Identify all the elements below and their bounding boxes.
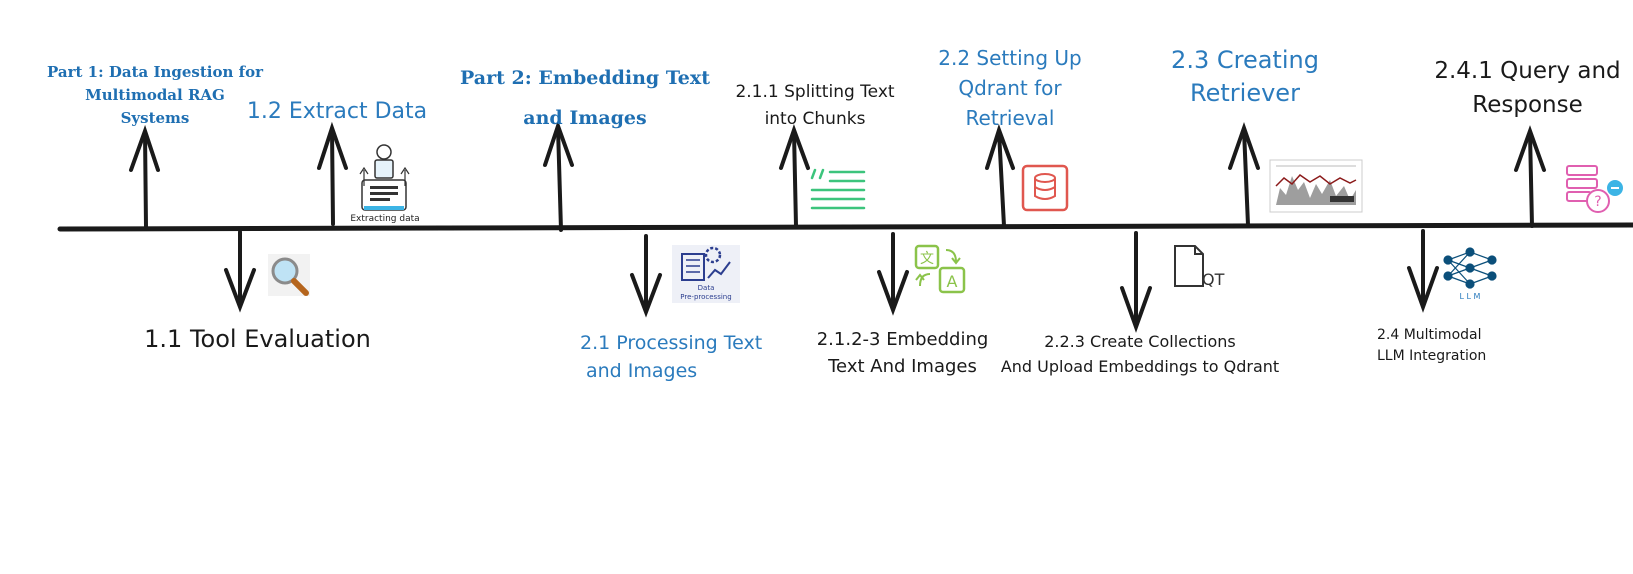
splitting-label-line1: 2.1.1 Splitting Text: [735, 82, 895, 102]
quote-text-icon: [810, 168, 866, 210]
data-preprocessing-caption-1: Data: [698, 284, 715, 292]
chart-thumbnail-icon: [1269, 159, 1363, 213]
embedding-label: 2.1.2-3 Embedding Text And Images: [805, 326, 1000, 380]
qdrant-label-line1: 2.2 Setting Up: [938, 46, 1082, 70]
retriever-label: 2.3 Creating Retriever: [1150, 44, 1340, 110]
query-label: 2.4.1 Query and Response: [1420, 54, 1633, 122]
qdrant-label-line2: Qdrant for: [958, 76, 1062, 100]
up-arrow-qdrant: [985, 123, 1015, 228]
processing-label: 2.1 Processing Text and Images: [580, 329, 780, 385]
embedding-label-line1: 2.1.2-3 Embedding: [816, 329, 989, 350]
extracting-data-icon: Extracting data: [350, 144, 420, 224]
llm-integration-label: 2.4 Multimodal LLM Integration: [1377, 325, 1537, 367]
part1-title-line3: Systems: [120, 109, 190, 127]
timeline-axis: [57, 222, 1633, 232]
down-arrow-llm: [1407, 229, 1439, 313]
tool-evaluation-label: 1.1 Tool Evaluation: [144, 325, 371, 353]
embedding-label-line2: Text And Images: [828, 356, 977, 377]
qt-caption: QT: [1202, 270, 1225, 289]
collections-label-line2: And Upload Embeddings to Qdrant: [1000, 357, 1280, 376]
data-preprocessing-caption-2: Pre-processing: [680, 293, 731, 301]
llm-integration-label-line2: LLM Integration: [1377, 348, 1487, 364]
processing-label-line2: and Images: [586, 360, 698, 382]
extracting-data-caption: Extracting data: [350, 214, 419, 224]
extract-data-label: 1.2 Extract Data: [246, 99, 428, 124]
up-arrow-retriever: [1228, 121, 1260, 227]
query-label-line2: Response: [1472, 92, 1583, 118]
down-arrow-processing: [630, 234, 662, 318]
query-label-line1: 2.4.1 Query and: [1434, 58, 1621, 84]
splitting-label: 2.1.1 Splitting Text into Chunks: [715, 79, 915, 133]
collections-label-line1: 2.2.3 Create Collections: [1044, 332, 1236, 351]
up-arrow-part1: [129, 124, 160, 229]
retriever-label-line1: 2.3 Creating: [1171, 46, 1319, 74]
part2-title-line2: and Images: [523, 107, 647, 129]
collections-label: 2.2.3 Create Collections And Upload Embe…: [990, 329, 1290, 379]
processing-label-line1: 2.1 Processing Text: [580, 332, 763, 354]
part1-title-line2: Multimodal RAG: [85, 86, 225, 104]
translate-icon: 文 A: [914, 244, 966, 294]
qdrant-label: 2.2 Setting Up Qdrant for Retrieval: [920, 43, 1100, 133]
part1-title: Part 1: Data Ingestion for Multimodal RA…: [40, 61, 270, 130]
qdrant-label-line3: Retrieval: [965, 106, 1055, 130]
part2-title: Part 2: Embedding Text and Images: [455, 58, 715, 138]
down-arrow-collections: [1120, 231, 1152, 333]
part2-title-line1: Part 2: Embedding Text: [460, 67, 710, 89]
file-qt-icon: QT: [1174, 245, 1225, 289]
svg-text:?: ?: [1594, 194, 1601, 210]
svg-text:文: 文: [920, 251, 934, 267]
up-arrow-extract-data: [317, 121, 348, 226]
splitting-label-line2: into Chunks: [764, 109, 866, 129]
llm-integration-label-line1: 2.4 Multimodal: [1377, 327, 1482, 343]
svg-text:A: A: [947, 272, 958, 291]
data-preprocessing-icon: Data Pre-processing: [672, 245, 740, 303]
llm-caption: L L M: [1460, 292, 1481, 301]
up-arrow-splitting: [779, 124, 810, 228]
up-arrow-query: [1514, 125, 1546, 228]
database-icon: [1021, 164, 1069, 212]
retriever-label-line2: Retriever: [1190, 79, 1300, 107]
neural-network-icon: L L M: [1443, 247, 1497, 301]
down-arrow-tool-eval: [224, 230, 256, 313]
search-icon: [268, 254, 310, 296]
up-arrow-part2: [543, 119, 574, 232]
down-arrow-embedding: [877, 232, 909, 316]
server-question-icon: ?: [1566, 165, 1623, 213]
part1-title-line1: Part 1: Data Ingestion for: [47, 63, 263, 81]
